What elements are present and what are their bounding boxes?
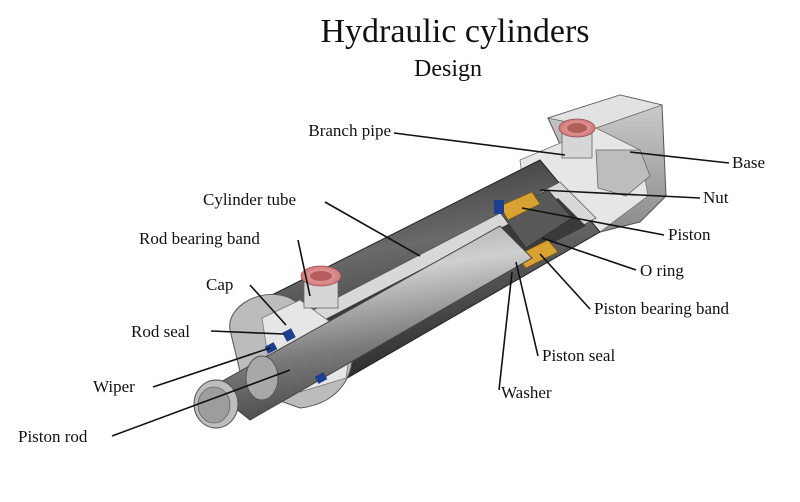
rod-seal-lower-shape <box>314 372 328 384</box>
label-piston-rod: Piston rod <box>18 427 88 446</box>
wiper-shape <box>264 342 278 354</box>
leader-cylinder-tube <box>324 201 421 257</box>
leader-base <box>629 151 730 164</box>
label-piston: Piston <box>668 225 711 244</box>
base-inner-cavity <box>595 149 651 197</box>
leader-cap <box>249 284 287 326</box>
label-nut: Nut <box>703 188 729 207</box>
leader-nut <box>539 189 701 199</box>
label-o-ring: O ring <box>640 261 684 280</box>
label-wiper: Wiper <box>93 377 135 396</box>
leader-washer <box>498 271 513 391</box>
part-labels: Branch pipe Base Nut Cylinder tube Pisto… <box>18 121 765 446</box>
label-piston-bearing-band: Piston bearing band <box>594 299 730 318</box>
leader-piston-seal <box>515 261 539 357</box>
leader-o-ring <box>541 237 637 271</box>
leader-piston-bearing-band <box>539 253 591 310</box>
label-piston-seal: Piston seal <box>542 346 615 365</box>
label-base: Base <box>732 153 765 172</box>
label-cylinder-tube: Cylinder tube <box>203 190 296 209</box>
leader-piston <box>521 207 665 236</box>
label-washer: Washer <box>501 383 552 402</box>
leader-branch-pipe <box>393 132 566 156</box>
label-rod-bearing-band: Rod bearing band <box>139 229 260 248</box>
label-cap: Cap <box>206 275 233 294</box>
label-rod-seal: Rod seal <box>131 322 190 341</box>
cylinder-illustration <box>193 94 667 429</box>
leader-wiper <box>152 347 271 388</box>
rod-seal-shape <box>282 328 296 342</box>
piston-bearing-band-shape <box>499 191 541 221</box>
branch-pipe-port-cap <box>300 265 342 309</box>
leader-lines <box>111 132 730 437</box>
leader-rod-bearing-band <box>297 239 311 297</box>
leader-rod-seal <box>210 330 285 335</box>
piston-seal-shape <box>494 200 504 214</box>
page-title: Hydraulic cylinders <box>320 13 589 50</box>
leader-piston-rod <box>111 369 291 437</box>
label-branch-pipe: Branch pipe <box>308 121 391 140</box>
rod-collar <box>245 355 279 401</box>
branch-pipe-port-base <box>558 118 596 159</box>
page-subtitle: Design <box>414 56 482 82</box>
piston-rod-end-face <box>197 386 231 424</box>
